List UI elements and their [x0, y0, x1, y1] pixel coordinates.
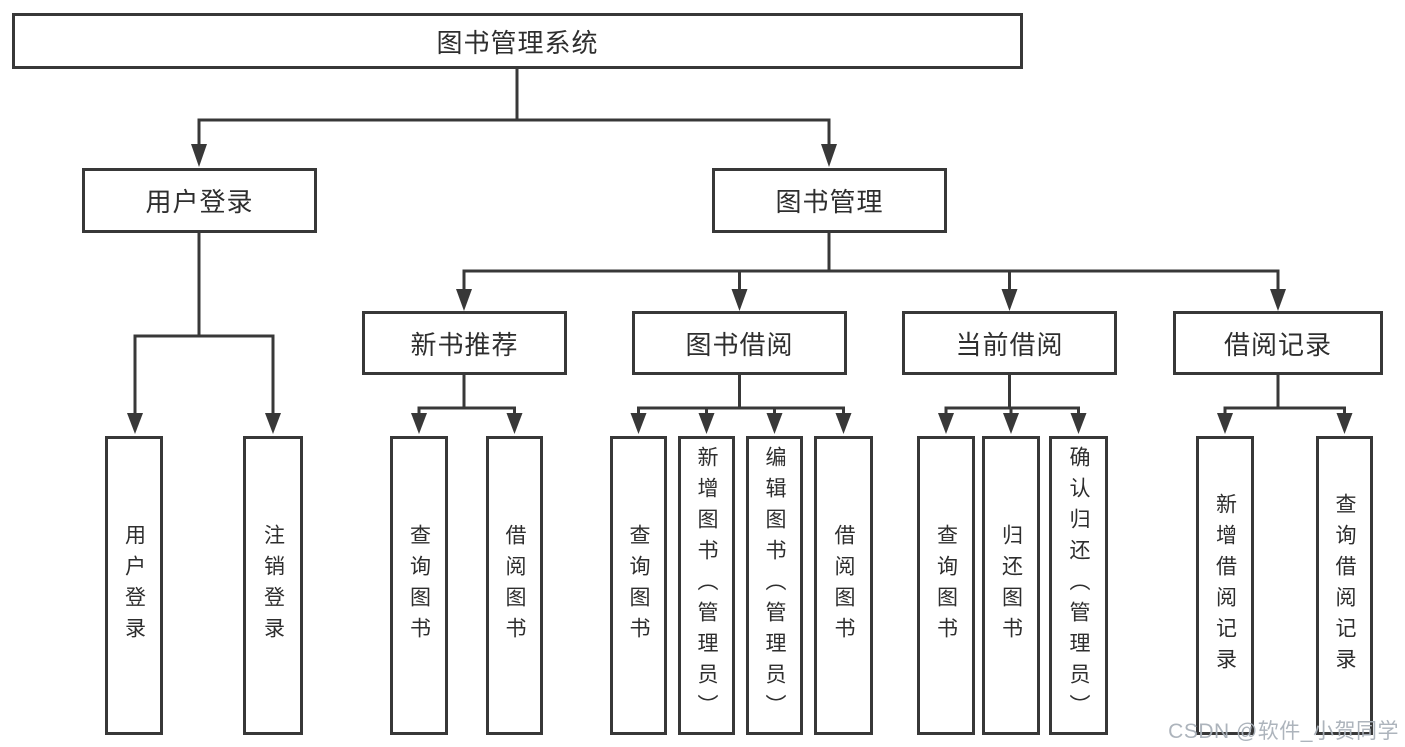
node-label: 用户登录 [145, 187, 254, 217]
leaf-query-books-recommend: 查询图书 [390, 436, 448, 735]
node-book-borrowing: 图书借阅 [632, 311, 847, 375]
node-label: 编辑图书（管理员） [763, 446, 786, 725]
node-label: 图书借阅 [685, 329, 794, 360]
leaf-return-books: 归还图书 [982, 436, 1040, 735]
leaf-user-login: 用户登录 [105, 436, 163, 735]
leaf-logout: 注销登录 [243, 436, 303, 735]
leaf-query-books-current: 查询图书 [917, 436, 975, 735]
node-label: 新增借阅记录 [1213, 492, 1237, 679]
node-label: 查询图书 [627, 523, 650, 648]
node-label: 当前借阅 [955, 329, 1064, 360]
node-label: 新增图书（管理员） [695, 446, 718, 725]
leaf-add-books-admin: 新增图书（管理员） [678, 436, 735, 735]
node-current-borrowing: 当前借阅 [902, 311, 1117, 375]
leaf-add-borrow-record: 新增借阅记录 [1196, 436, 1254, 735]
node-label: 用户登录 [122, 523, 146, 648]
node-user-login: 用户登录 [82, 168, 317, 233]
leaf-query-books-borrowing: 查询图书 [610, 436, 667, 735]
node-label: 查询图书 [407, 523, 431, 648]
node-book-management-system: 图书管理系统 [12, 13, 1023, 69]
node-book-management: 图书管理 [712, 168, 947, 233]
node-label: 归还图书 [999, 523, 1023, 648]
node-label: 图书管理 [775, 187, 884, 217]
node-label: 借阅记录 [1223, 329, 1332, 360]
node-label: 图书管理系统 [436, 27, 599, 58]
node-label: 借阅图书 [503, 523, 526, 648]
leaf-query-borrow-record: 查询借阅记录 [1316, 436, 1373, 735]
node-label: 查询借阅记录 [1333, 492, 1356, 679]
node-new-book-recommendation: 新书推荐 [362, 311, 567, 375]
leaf-confirm-return-admin: 确认归还（管理员） [1049, 436, 1108, 735]
csdn-watermark: CSDN @软件_小贺同学 [1168, 720, 1399, 743]
node-label: 新书推荐 [410, 329, 519, 360]
node-label: 注销登录 [261, 523, 285, 648]
leaf-borrow-books-recommend: 借阅图书 [486, 436, 543, 735]
leaf-borrow-books: 借阅图书 [814, 436, 873, 735]
node-label: 查询图书 [934, 523, 958, 648]
node-label: 借阅图书 [832, 523, 855, 648]
node-label: 确认归还（管理员） [1067, 446, 1090, 725]
node-borrowing-records: 借阅记录 [1173, 311, 1383, 375]
leaf-edit-books-admin: 编辑图书（管理员） [746, 436, 803, 735]
